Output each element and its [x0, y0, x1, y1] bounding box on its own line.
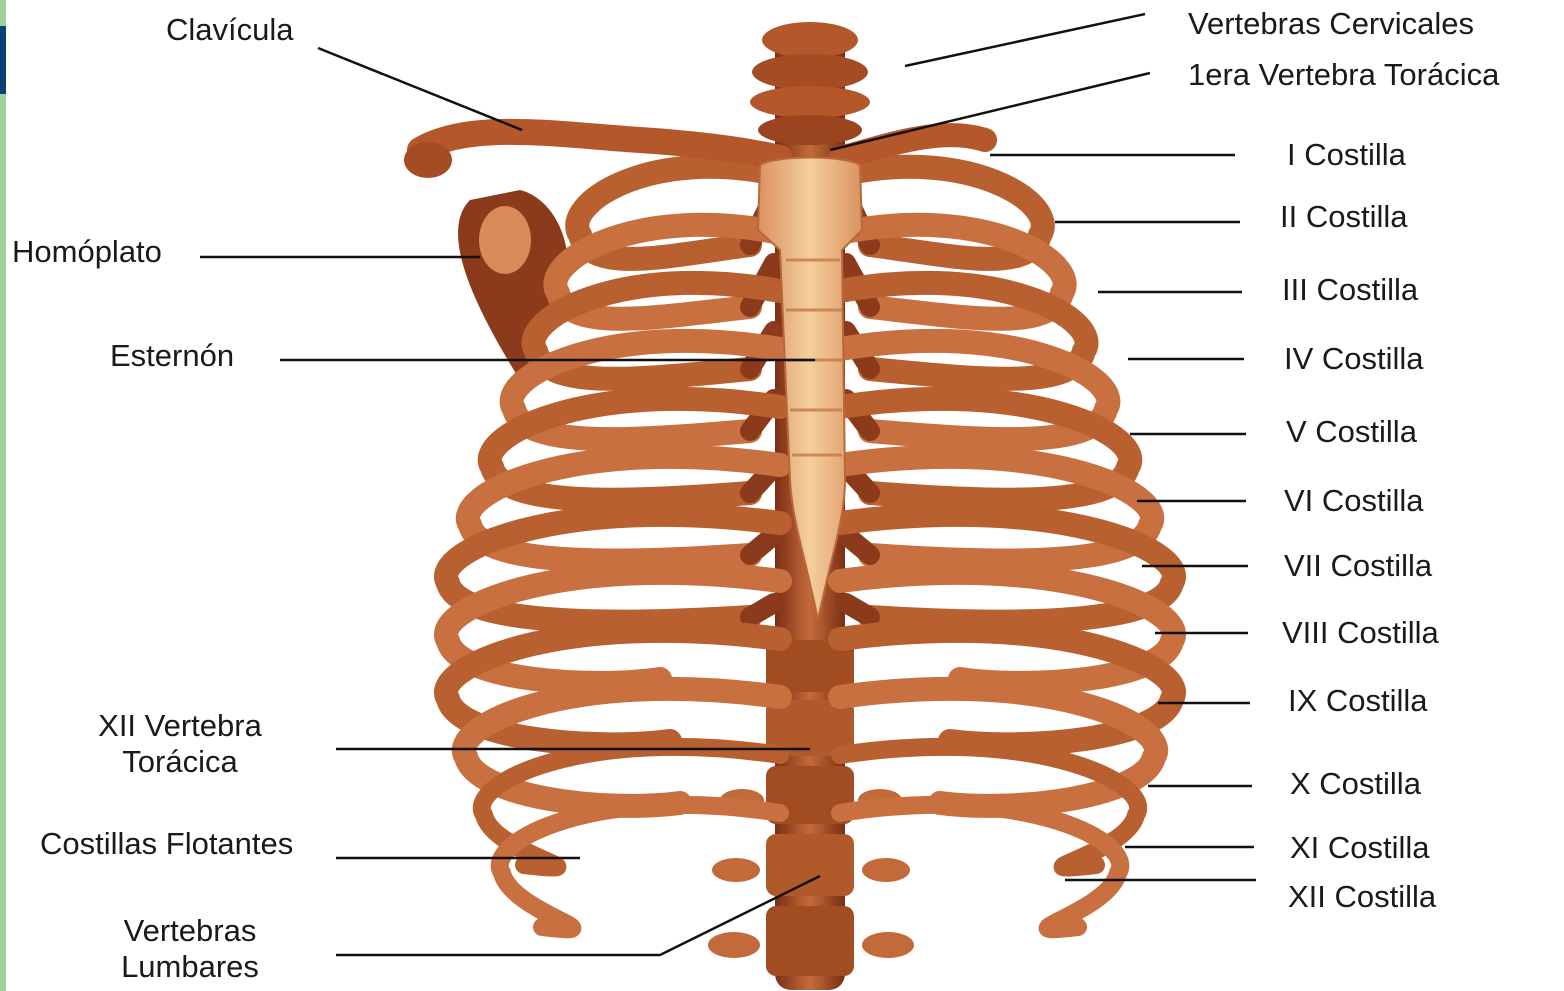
costal-cartilage-6-left: [750, 535, 774, 555]
label-xii-vertebra-line1: XII Vertebra: [60, 708, 300, 744]
label-costilla-2: II Costilla: [1280, 199, 1407, 235]
label-costilla-3: III Costilla: [1282, 272, 1418, 308]
label-vertebras-lumbares-line1: Vertebras: [70, 913, 310, 949]
label-costilla-12: XII Costilla: [1288, 879, 1436, 915]
label-vertebras-lumbares-line2: Lumbares: [70, 949, 310, 985]
label-primera-vertebra-toracica: 1era Vertebra Torácica: [1188, 57, 1499, 93]
cervical-vertebrae: [750, 22, 870, 145]
label-costilla-6: VI Costilla: [1284, 483, 1424, 519]
label-costilla-5: V Costilla: [1286, 414, 1417, 450]
leader-vertebras-cervicales: [905, 14, 1145, 66]
costal-cartilage-7-right: [846, 603, 870, 617]
label-xii-vertebra-line2: Torácica: [60, 744, 300, 780]
label-costilla-7: VII Costilla: [1284, 548, 1432, 584]
label-esternon: Esternón: [110, 338, 234, 374]
costal-cartilage-7-left: [750, 603, 774, 617]
sternum: [758, 158, 862, 621]
label-costilla-9: IX Costilla: [1288, 683, 1428, 719]
label-xii-vertebra-toracica: XII Vertebra Torácica: [60, 708, 300, 780]
label-costilla-11: XI Costilla: [1290, 830, 1430, 866]
label-costilla-10: X Costilla: [1290, 766, 1421, 802]
label-costilla-1: I Costilla: [1287, 137, 1406, 173]
label-clavicula: Clavícula: [166, 12, 294, 48]
leader-clavicula: [318, 48, 522, 130]
label-costilla-8: VIII Costilla: [1282, 615, 1439, 651]
costal-cartilage-6-right: [846, 535, 870, 555]
label-vertebras-lumbares: Vertebras Lumbares: [70, 913, 310, 985]
label-costillas-flotantes: Costillas Flotantes: [40, 826, 293, 862]
label-vertebras-cervicales: Vertebras Cervicales: [1188, 6, 1474, 42]
label-homoplato: Homóplato: [12, 234, 162, 270]
label-costilla-4: IV Costilla: [1284, 341, 1424, 377]
